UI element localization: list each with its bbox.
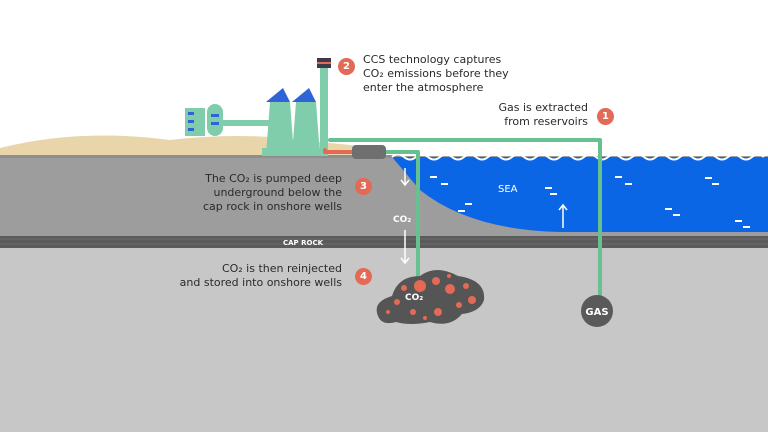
sea-waves: [391, 153, 765, 161]
step-2-line-3: enter the atmosphere: [363, 81, 484, 94]
compressor-unit: [352, 145, 386, 159]
step-3-line-2: underground below the: [213, 186, 342, 199]
step-3-line-1: The CO₂ is pumped deep: [205, 172, 342, 185]
arrow-up-icon: [558, 203, 568, 228]
step-3-badge: 3: [355, 178, 372, 195]
step-3-caption: The CO₂ is pumped deep underground below…: [203, 172, 342, 214]
sea-body: [392, 157, 768, 232]
co2-capture-pipe: [323, 148, 354, 154]
lower-ground: [0, 246, 768, 432]
step-2-caption: CCS technology captures CO₂ emissions be…: [363, 53, 509, 95]
cap-rock-label: CAP ROCK: [283, 239, 324, 247]
arrow-down-icon: [400, 168, 410, 265]
factory-icon: [185, 104, 270, 136]
chimney-icon: [317, 58, 331, 156]
step-1-line-2: from reservoirs: [504, 115, 588, 128]
gas-label: GAS: [585, 307, 608, 318]
step-2-badge: 2: [338, 58, 355, 75]
step-2-line-2: CO₂ emissions before they: [363, 67, 509, 80]
step-1-caption: Gas is extracted from reservoirs: [498, 101, 588, 129]
sea-ripples: [430, 176, 750, 228]
step-4-line-1: CO₂ is then reinjected: [221, 262, 342, 275]
step-2-line-1: CCS technology captures: [363, 53, 502, 66]
step-1-badge: 1: [597, 108, 614, 125]
co2-injection-pipe: [383, 150, 420, 282]
power-plant-icon: [262, 88, 326, 156]
sea-label: SEA: [498, 184, 518, 195]
cap-rock-texture: [0, 238, 768, 245]
step-4-badge: 4: [355, 268, 372, 285]
step-4-caption: CO₂ is then reinjected and stored into o…: [180, 262, 342, 290]
co2-store-label: CO₂: [405, 293, 423, 303]
cap-rock-layer: [0, 236, 768, 248]
step-1-line-1: Gas is extracted: [498, 101, 588, 114]
gas-well-icon: GAS: [581, 295, 613, 327]
co2-storage-reservoir: CO₂: [376, 270, 485, 324]
co2-pipe-label: CO₂: [393, 215, 411, 225]
step-3-line-3: cap rock in onshore wells: [202, 200, 342, 213]
gas-pipe: [328, 138, 602, 302]
step-4-line-2: and stored into onshore wells: [179, 276, 342, 289]
land-surface: [0, 155, 400, 158]
pipelines: [323, 138, 602, 302]
